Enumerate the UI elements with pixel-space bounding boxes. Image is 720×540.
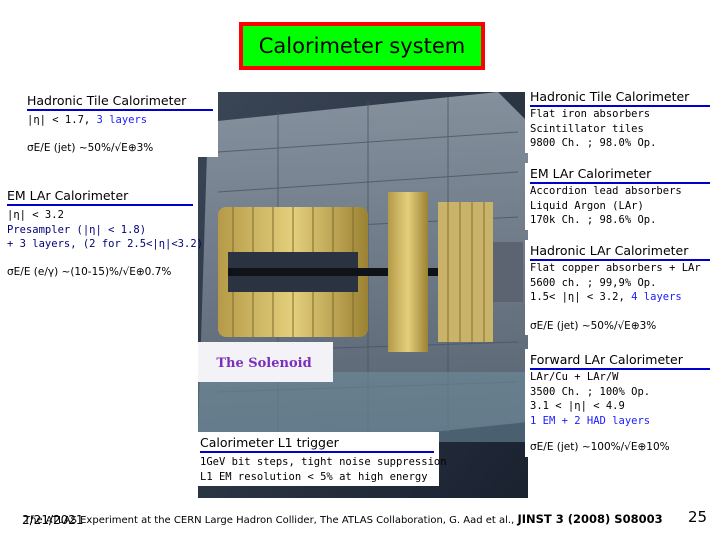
trigger-panel: Calorimeter L1 trigger 1GeV bit steps, t… xyxy=(195,432,447,486)
calorimeter-drawing: The Solenoid xyxy=(198,92,528,498)
left-em-eta: |η| < 3.2 xyxy=(7,209,64,221)
right-hec-resolution: σE/E (jet) ~50%/√E⊕3% xyxy=(530,319,657,332)
right-fcal-line1: LAr/Cu + LAr/W xyxy=(530,371,619,383)
right-fcal-line2: 3500 Ch. ; 100% Op. xyxy=(530,385,651,398)
right-fcal-resolution: σE/E (jet) ~100%/√E⊕10% xyxy=(530,441,670,453)
right-hec-line2: 5600 ch. ; 99,9% Op. xyxy=(530,276,657,289)
right-hec-eta: 1.5< |η| < 3.2, xyxy=(530,291,625,303)
right-tile-line2: Scintillator tiles xyxy=(530,122,644,135)
right-fcal-line4: 1 EM + 2 HAD layers xyxy=(530,414,651,427)
right-fcal-title: Forward LAr Calorimeter xyxy=(530,351,710,370)
trigger-line2: L1 EM resolution < 5% at high energy xyxy=(200,470,428,483)
left-em-title: EM LAr Calorimeter xyxy=(7,187,193,206)
slide-footer: The ATLAS Experiment at the CERN Large H… xyxy=(22,512,663,526)
right-fcal-line3: 3.1 < |η| < 4.9 xyxy=(530,400,625,412)
right-tile-line3: 9800 Ch. ; 98.0% Op. xyxy=(530,137,657,149)
left-tile-panel: Hadronic Tile Calorimeter |η| < 1.7, 3 l… xyxy=(22,90,218,157)
trigger-title: Calorimeter L1 trigger xyxy=(200,434,434,453)
right-em-title: EM LAr Calorimeter xyxy=(530,165,710,184)
solenoid-label: The Solenoid xyxy=(216,356,311,371)
right-tile-title: Hadronic Tile Calorimeter xyxy=(530,88,710,107)
right-em-line3: 170k Ch. ; 98.6% Op. xyxy=(530,214,657,226)
left-tile-layers: 3 layers xyxy=(96,114,148,126)
left-tile-eta: |η| < 1.7, xyxy=(27,114,91,126)
right-em-line1: Accordion lead absorbers xyxy=(530,185,682,197)
page-number: 25 xyxy=(688,508,708,526)
right-em-line2: Liquid Argon (LAr) xyxy=(530,199,644,212)
left-em-resolution: σE/E (e/γ) ~(10-15)%/√E⊕0.7% xyxy=(7,265,172,278)
trigger-line1: 1GeV bit steps, tight noise suppression xyxy=(200,456,447,468)
left-tile-title: Hadronic Tile Calorimeter xyxy=(27,92,213,111)
right-hec-panel: Hadronic LAr Calorimeter Flat copper abs… xyxy=(525,240,715,335)
right-tile-line1: Flat iron absorbers xyxy=(530,108,651,120)
left-em-layers: + 3 layers, (2 for 2.5<|η|<3.2) xyxy=(7,238,203,250)
right-fcal-panel: Forward LAr Calorimeter LAr/Cu + LAr/W 3… xyxy=(525,349,715,457)
left-em-panel: EM LAr Calorimeter |η| < 3.2 Presampler … xyxy=(2,185,203,281)
right-hec-title: Hadronic LAr Calorimeter xyxy=(530,242,710,261)
right-em-panel: EM LAr Calorimeter Accordion lead absorb… xyxy=(525,163,715,230)
footer-journal: JINST 3 (2008) S08003 xyxy=(517,512,663,526)
slide-title: Calorimeter system xyxy=(243,26,481,66)
right-tile-panel: Hadronic Tile Calorimeter Flat iron abso… xyxy=(525,86,715,153)
left-em-presampler: Presampler (|η| < 1.8) xyxy=(7,223,147,236)
footer-citation: The ATLAS Experiment at the CERN Large H… xyxy=(24,515,515,526)
left-tile-resolution: σE/E (jet) ~50%/√E⊕3% xyxy=(27,141,154,154)
calorimeter-figure: The Solenoid xyxy=(198,92,528,498)
right-hec-line1: Flat copper absorbers + LAr xyxy=(530,262,701,274)
slide-date: 2/21/2021 xyxy=(22,513,84,527)
title-box: Calorimeter system xyxy=(239,22,485,70)
right-hec-layers: 4 layers xyxy=(631,291,682,303)
